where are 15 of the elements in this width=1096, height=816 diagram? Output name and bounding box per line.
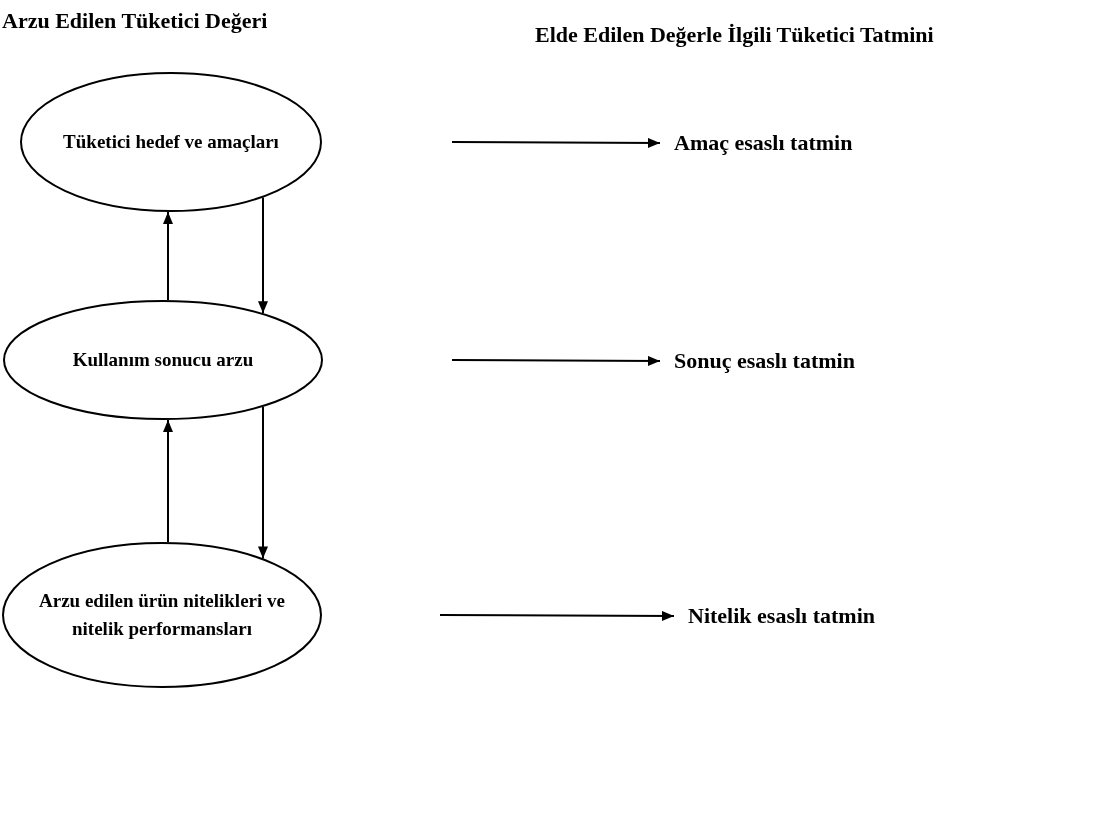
- arrow: [163, 418, 173, 544]
- outcome-text: Sonuç esaslı tatmin: [674, 347, 855, 376]
- arrow: [451, 137, 661, 148]
- column-heading: Elde Edilen Değerle İlgili Tüketici Tatmini: [535, 22, 934, 48]
- arrow: [258, 405, 268, 560]
- node-text: Arzu edilen ürün nitelikleri ve nitelik performansları: [38, 589, 286, 641]
- arrow: [163, 211, 173, 302]
- arrow: [451, 355, 661, 366]
- outcome-text: Amaç esaslı tatmin: [674, 129, 853, 158]
- arrow: [258, 196, 268, 315]
- node-text: Kullanım sonucu arzu: [72, 348, 254, 373]
- arrow: [439, 610, 675, 621]
- node-text: Tüketici hedef ve amaçları: [63, 130, 279, 155]
- outcome-text: Nitelik esaslı tatmin: [688, 602, 875, 631]
- column-heading: Arzu Edilen Tüketici Değeri: [2, 8, 268, 34]
